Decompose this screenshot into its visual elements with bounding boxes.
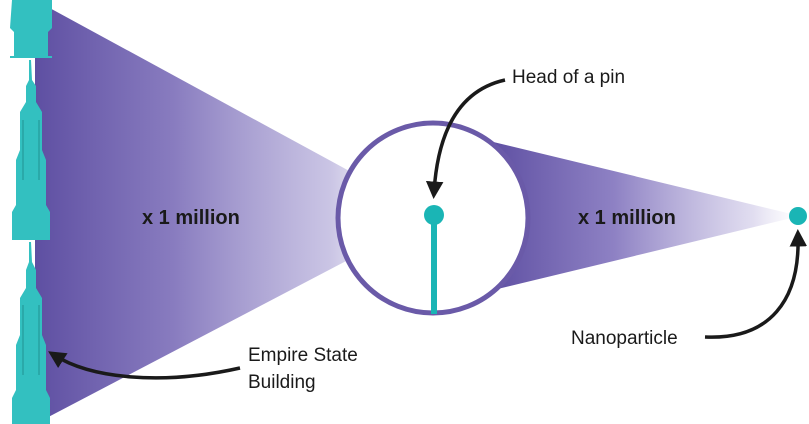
right-scale-label: x 1 million bbox=[578, 207, 676, 229]
pin-icon bbox=[424, 205, 444, 314]
pin-head-label: Head of a pin bbox=[512, 67, 625, 88]
pin-head-arrow bbox=[425, 78, 506, 199]
empire-state-building-icon bbox=[10, 0, 52, 424]
left-scale-cone bbox=[35, 0, 432, 424]
building-label-line1: Empire State bbox=[248, 345, 358, 366]
nanoparticle-arrow bbox=[704, 229, 808, 339]
nanoparticle-dot-icon bbox=[789, 207, 807, 225]
building-arrow bbox=[48, 351, 241, 380]
building-label-line2: Building bbox=[248, 372, 316, 393]
nanoparticle-label: Nanoparticle bbox=[571, 328, 678, 349]
right-scale-cone bbox=[485, 140, 800, 292]
left-scale-label: x 1 million bbox=[142, 207, 240, 229]
